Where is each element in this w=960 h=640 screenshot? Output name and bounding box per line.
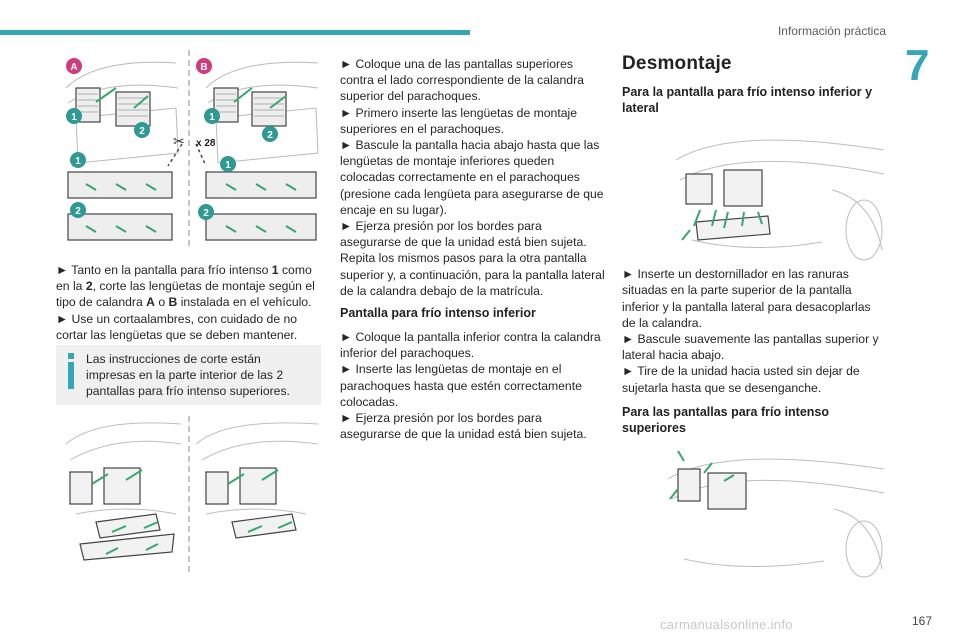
instruction-cut-tabs: ► Tanto en la pantalla para frío intenso… <box>56 263 315 310</box>
step-tilt-screen: ► Bascule la pantalla hacia abajo hasta … <box>340 138 604 217</box>
badge-2: 2 <box>267 130 273 141</box>
step-place-upper-screen: ► Coloque una de las pantallas superiore… <box>340 57 584 104</box>
subheading-lower-screen: Pantalla para frío intenso inferior <box>340 306 536 321</box>
info-note: Las instrucciones de corte están impresa… <box>56 345 321 405</box>
scissors-icon: ✂ <box>173 133 185 149</box>
middle-column: ► Coloque una de las pantallas superiore… <box>340 56 606 442</box>
badge-2: 2 <box>139 126 145 137</box>
svg-text:A: A <box>70 62 77 73</box>
step-press-edges: ► Ejerza presión por los bordes para ase… <box>340 219 587 250</box>
right-column: Desmontaje Para la pantalla para frío in… <box>622 53 886 444</box>
subheading-lower-side-screen: Para la pantalla para frío intenso infer… <box>622 85 873 116</box>
section-title: Información práctica <box>777 24 886 38</box>
badge-1: 1 <box>225 160 231 171</box>
info-icon <box>68 353 74 389</box>
figure-removal-lower <box>675 139 885 261</box>
figure-cutting-tabs: ✂ x 28 A B 1 2 1 2 1 2 1 2 <box>65 50 319 248</box>
step-insert-lower-tabs: ► Inserte las lengüetas de montaje en el… <box>340 362 582 409</box>
step-tilt-down: ► Bascule suavemente las pantallas super… <box>622 332 879 363</box>
watermark: carmanualsonline.info <box>660 617 793 632</box>
step-insert-upper-tabs: ► Primero inserte las lengüetas de monta… <box>340 105 577 136</box>
badge-a: A <box>66 58 82 74</box>
step-press-edges-lower: ► Ejerza presión por los bordes para ase… <box>340 411 587 442</box>
badge-2: 2 <box>75 206 81 217</box>
step-repeat: Repita los mismos pasos para la otra pan… <box>340 251 605 298</box>
figure-fitting-screens <box>65 416 319 576</box>
badge-1: 1 <box>75 156 81 167</box>
cut-count-label: x 28 <box>196 138 216 149</box>
step-insert-screwdriver: ► Inserte un destornillador en las ranur… <box>622 267 871 330</box>
figure-removal-upper <box>667 450 885 578</box>
step-pull-unit: ► Tire de la unidad hacia usted sin deja… <box>622 364 860 395</box>
badge-2: 2 <box>203 208 209 219</box>
instruction-wire-cutter: ► Use un cortaalambres, con cuidado de n… <box>56 311 298 342</box>
page-number: 167 <box>912 614 933 628</box>
header-accent-bar <box>0 30 470 35</box>
chapter-number: 7 <box>905 41 930 90</box>
step-place-lower-screen: ► Coloque la pantalla inferior contra la… <box>340 330 601 361</box>
svg-text:B: B <box>200 62 207 73</box>
left-column: ► Tanto en la pantalla para frío intenso… <box>56 262 321 343</box>
subheading-upper-screens: Para las pantallas para frío intenso sup… <box>622 404 830 435</box>
heading-removal: Desmontaje <box>622 53 732 74</box>
badge-1: 1 <box>71 112 77 123</box>
info-note-text: Las instrucciones de corte están impresa… <box>86 352 290 398</box>
badge-b: B <box>196 58 212 74</box>
badge-1: 1 <box>209 112 215 123</box>
